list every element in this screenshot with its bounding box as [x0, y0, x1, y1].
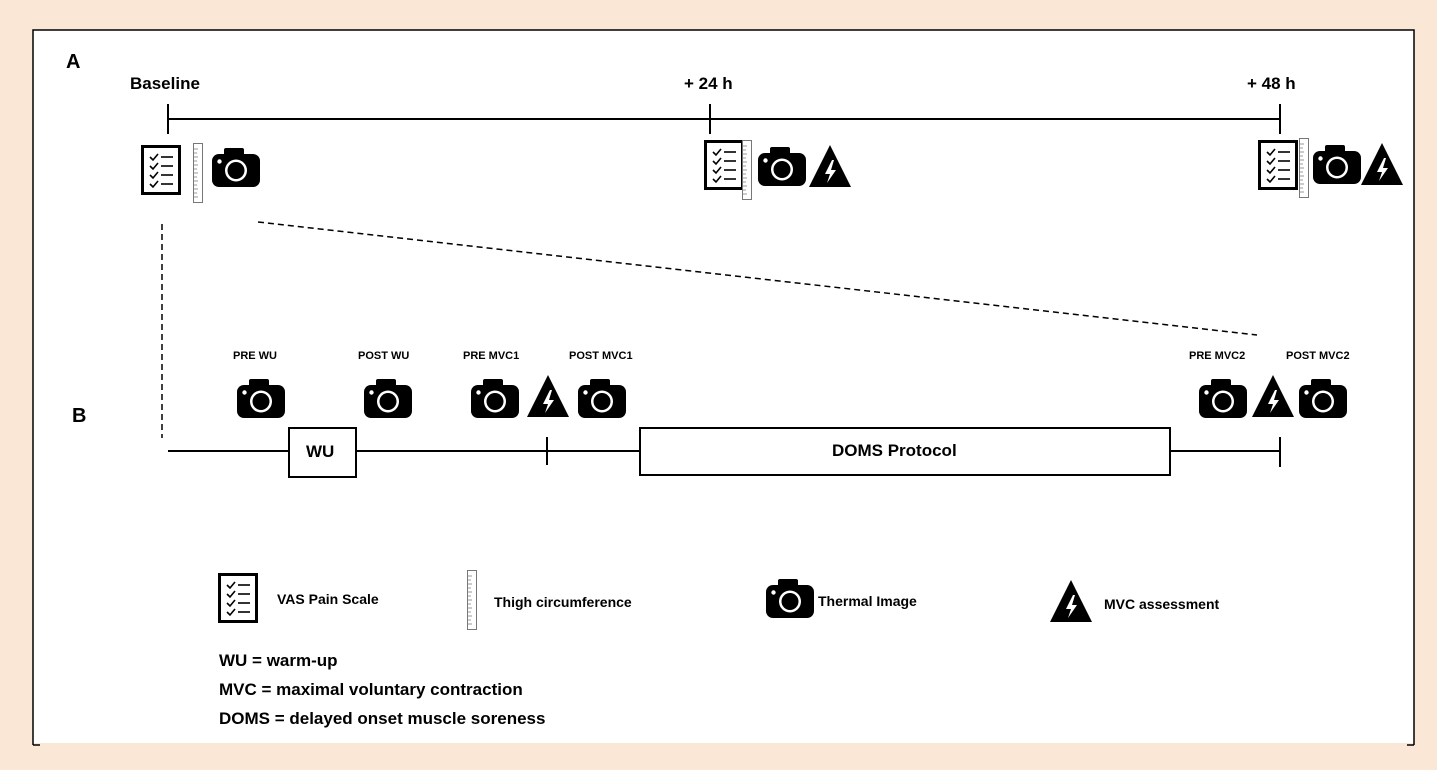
timepoint-48h: + 48 h — [1247, 74, 1296, 93]
panel-a-label: A — [66, 51, 81, 73]
checklist-icon — [704, 140, 744, 190]
wu-box — [288, 427, 357, 478]
label-post-mvc2: POST MVC2 — [1286, 350, 1350, 362]
checklist-icon — [141, 145, 181, 195]
label-post-wu: POST WU — [358, 350, 410, 362]
legend-thigh-label: Thigh circumference — [494, 594, 632, 610]
ruler-icon — [193, 143, 203, 203]
label-post-mvc1: POST MVC1 — [569, 350, 633, 362]
wu-box-label: WU — [306, 442, 335, 461]
ruler-icon — [742, 140, 752, 200]
timepoint-baseline: Baseline — [130, 74, 200, 93]
definition-mvc: MVC = maximal voluntary contraction — [219, 680, 523, 699]
timepoint-24h: + 24 h — [684, 74, 733, 93]
doms-protocol-box — [639, 427, 1171, 476]
label-pre-mvc2: PRE MVC2 — [1189, 350, 1246, 362]
legend-vas-label: VAS Pain Scale — [277, 591, 379, 607]
panel-frame — [32, 29, 1415, 746]
label-pre-mvc1: PRE MVC1 — [463, 350, 520, 362]
legend-thermal-label: Thermal Image — [818, 593, 917, 609]
legend-mvc-label: MVC assessment — [1104, 596, 1220, 612]
checklist-icon — [1258, 140, 1298, 190]
zoom-line-right — [257, 221, 1258, 336]
label-pre-wu: PRE WU — [233, 350, 277, 362]
panel-b-label: B — [72, 405, 87, 427]
definition-doms: DOMS = delayed onset muscle soreness — [219, 709, 546, 728]
ruler-icon — [1299, 138, 1309, 198]
definition-wu: WU = warm-up — [219, 651, 338, 670]
doms-protocol-label: DOMS Protocol — [832, 441, 957, 460]
checklist-icon — [218, 573, 258, 623]
ruler-icon — [467, 570, 477, 630]
